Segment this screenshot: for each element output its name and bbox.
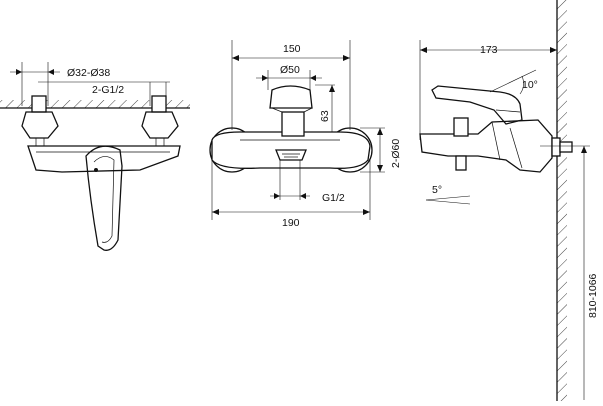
dim-top-width: 150: [283, 43, 301, 55]
body-edge: [509, 127, 523, 169]
mixer-body: [27, 145, 181, 173]
lever-inner-edge: [93, 156, 115, 243]
body-edge: [491, 121, 501, 161]
arrow-head: [300, 193, 306, 199]
lever-edge: [495, 109, 521, 113]
top-view: 150 Ø50 63 2-Ø60: [209, 40, 402, 229]
dim-total-width: 190: [282, 217, 300, 229]
dim-height-63: 63: [319, 110, 331, 122]
front-view: Ø32-Ø38 2-G1/2: [0, 62, 190, 251]
angle-line: [425, 199, 471, 205]
diverter-knob: [453, 117, 469, 137]
dim-inlet-diameter: Ø32-Ø38: [67, 67, 110, 79]
right-inlet-nut: [151, 95, 167, 113]
inlet-side: [551, 137, 561, 157]
spout-outlet-side: [455, 155, 467, 171]
lever-edge: [303, 107, 313, 113]
dim-depth: 173: [480, 44, 498, 56]
dim-outlet-thread: G1/2: [322, 192, 345, 204]
angle-arc: [519, 75, 524, 95]
spout-outlet: [275, 149, 307, 161]
arrow-head: [16, 69, 22, 75]
right-flange: [141, 111, 179, 139]
lever-side: [431, 85, 523, 125]
mixer-body-side: [419, 119, 553, 173]
dim-diameter-50: Ø50: [280, 64, 300, 76]
arrow-head: [48, 69, 54, 75]
left-inlet-nut: [31, 95, 47, 113]
arrow-head: [262, 75, 268, 81]
arrow-head: [310, 75, 316, 81]
left-flange: [21, 111, 59, 139]
indicator-dot: [94, 168, 98, 172]
lever-edge: [271, 107, 283, 113]
lever-top: [269, 85, 313, 109]
dim-spout-angle: 5°: [432, 184, 442, 196]
dim-mount-height: 810-1066: [587, 273, 599, 318]
dim-flange: 2-Ø60: [390, 139, 402, 168]
wall-hatch: [0, 100, 190, 108]
inlet-nut-side: [559, 141, 573, 153]
dim-lever-angle: 10°: [522, 79, 538, 91]
cartridge-housing: [281, 111, 305, 137]
wall-hatch: [557, 0, 567, 401]
side-view: 173 10° 5° 810-1066: [419, 0, 599, 401]
dim-inlet-thread: 2-G1/2: [92, 84, 124, 96]
lever-handle: [85, 145, 123, 251]
angle-line: [425, 195, 471, 201]
arrow-head: [274, 193, 280, 199]
angle-line: [489, 69, 537, 93]
